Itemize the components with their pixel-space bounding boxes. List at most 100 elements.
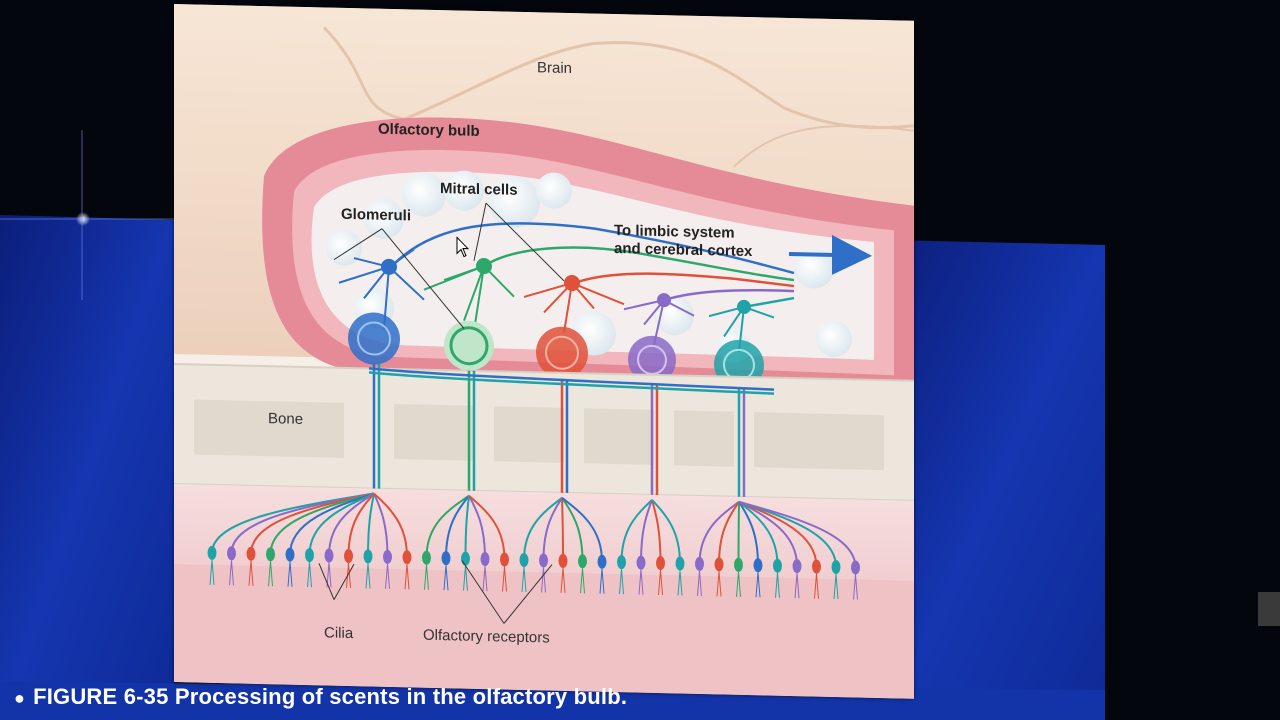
bone-layer	[174, 364, 914, 501]
receptor-axon	[640, 499, 653, 563]
receptor-axon	[718, 501, 740, 565]
label-mitral-cells: Mitral cells	[440, 180, 518, 199]
receptor-axon	[523, 497, 563, 560]
receptor-cilia	[209, 559, 215, 585]
receptor-axon	[561, 497, 603, 562]
receptor-axon	[620, 499, 653, 563]
figure-caption: ● FIGURE 6-35 Processing of scents in the…	[14, 684, 627, 710]
receptor-cilia	[580, 568, 585, 594]
caption-text: FIGURE 6-35 Processing of scents in the …	[33, 684, 628, 709]
receptor-cell	[695, 556, 704, 571]
receptor-cell	[734, 557, 743, 572]
receptor-cell	[422, 550, 431, 565]
receptor-cell	[324, 548, 334, 563]
receptor-cilia	[814, 573, 819, 599]
receptor-cell	[617, 555, 626, 570]
receptor-cell	[578, 554, 587, 569]
receptor-cilia	[794, 573, 800, 599]
receptor-cilia	[385, 563, 390, 589]
receptor-axon	[468, 494, 506, 560]
receptor-cilia	[229, 560, 234, 586]
receptor-cell	[227, 546, 236, 561]
output-tract	[393, 222, 795, 309]
figure-panel: Brain Olfactory bulb Mitral cells Glomer…	[174, 4, 914, 699]
receptor-axon	[651, 499, 662, 564]
receptor-cilia	[716, 571, 722, 597]
receptor-cell	[246, 546, 256, 561]
receptor-cell	[266, 547, 275, 562]
receptor-cilia	[677, 570, 683, 596]
receptor-axon	[738, 501, 779, 566]
receptor-axon	[738, 500, 857, 568]
olfactory-receptors	[207, 492, 860, 600]
receptor-axon	[269, 492, 375, 555]
receptor-axon	[651, 499, 681, 564]
receptor-axon	[445, 495, 470, 559]
label-cilia: Cilia	[324, 624, 354, 643]
receptor-cilia	[502, 566, 507, 592]
receptor-cell	[714, 557, 724, 572]
receptor-axon	[738, 501, 759, 566]
receptor-cell	[675, 556, 685, 571]
label-olfactory-receptors: Olfactory receptors	[423, 626, 550, 647]
mitral-cell-green	[423, 258, 515, 331]
receptor-cilia	[599, 568, 605, 594]
glomerulus-blue	[348, 312, 400, 365]
receptor-cell	[753, 558, 763, 573]
receptor-cilia	[541, 567, 546, 593]
label-brain: Brain	[537, 59, 573, 78]
receptor-cell	[831, 560, 841, 575]
receptor-axon	[738, 500, 798, 567]
receptor-cell	[558, 553, 568, 568]
receptor-cilia	[560, 567, 566, 593]
receptor-cilia	[736, 571, 741, 597]
label-to-limbic-line1: To limbic system	[614, 221, 735, 242]
to-cortex-arrow	[789, 234, 872, 275]
receptor-cell	[383, 549, 392, 564]
caption-bullet: ●	[14, 688, 26, 708]
receptor-cell	[851, 560, 860, 575]
receptor-cell	[636, 555, 646, 570]
receptor-cilia	[307, 562, 312, 588]
mouse-cursor-icon	[456, 236, 470, 258]
receptor-cilia	[365, 563, 371, 589]
receptor-cell	[656, 556, 665, 571]
receptor-cell	[285, 547, 295, 562]
receptor-cell	[500, 552, 509, 567]
mitral-cell-blue	[338, 248, 425, 329]
label-to-limbic-line2: and cerebral cortex	[614, 239, 753, 261]
receptor-cell	[812, 559, 821, 574]
mitral-cell-purple	[623, 293, 695, 346]
receptor-axon	[308, 492, 375, 556]
receptor-cilia	[658, 569, 663, 596]
receptor-cell	[441, 551, 451, 566]
receptor-axon	[367, 493, 375, 557]
receptor-cilia	[755, 572, 761, 598]
receptor-cell	[519, 552, 529, 567]
receptor-axon	[373, 492, 408, 558]
receptor-cell	[344, 548, 353, 563]
receptor-axon	[289, 492, 375, 555]
receptor-axon	[373, 493, 389, 557]
glomerulus-green	[444, 320, 494, 371]
mitral-cell-teal	[708, 299, 775, 352]
receptor-axon	[561, 497, 584, 562]
receptor-cilia	[404, 564, 410, 590]
glomerulus-red	[536, 326, 588, 379]
receptor-cilia	[424, 564, 429, 590]
receptor-cilia	[638, 569, 644, 595]
receptor-axon	[542, 497, 563, 561]
receptor-cilia	[619, 569, 624, 595]
receptor-cilia	[443, 565, 449, 591]
receptor-cilia	[697, 570, 702, 596]
label-bone: Bone	[268, 410, 304, 428]
receptor-cell	[402, 550, 412, 565]
receptor-cilia	[287, 561, 293, 587]
receptor-axon	[347, 492, 375, 556]
receptor-cilia	[482, 566, 488, 592]
receptor-axon	[328, 492, 375, 556]
receptor-cilia	[463, 565, 468, 591]
olfactory-diagram	[174, 4, 914, 699]
receptor-cilia	[248, 560, 254, 586]
receptor-cilia	[775, 572, 780, 598]
